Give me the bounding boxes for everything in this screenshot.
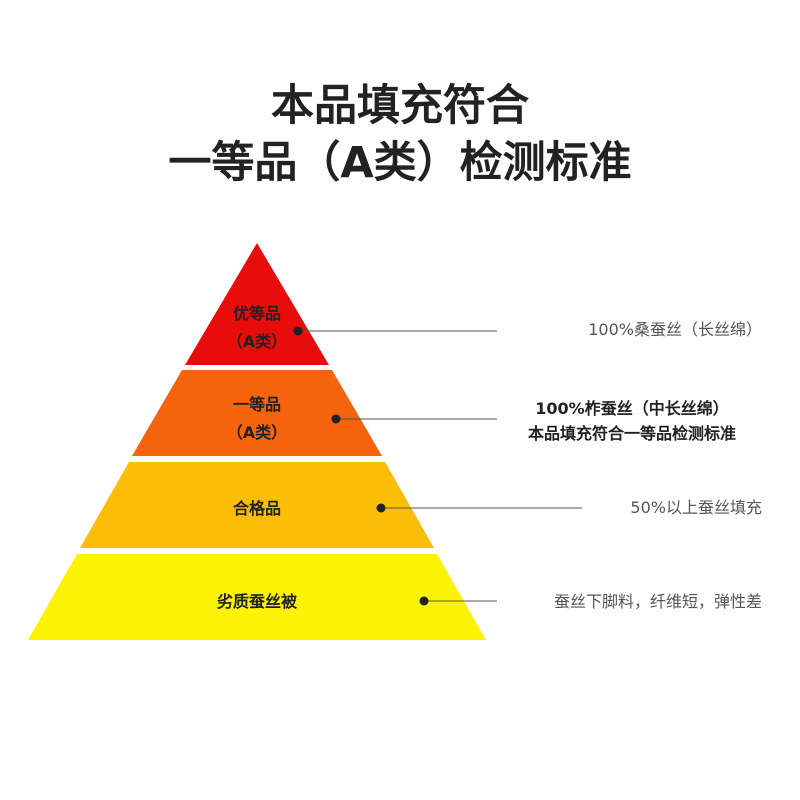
tier-2-class: （A类） [226,423,288,442]
connector-dot-1 [293,326,303,336]
tier-4-description: 蚕丝下脚料，纤维短，弹性差 [553,592,762,611]
tier-1-name: 优等品 [232,304,281,323]
tier-2-description-line-2: 本品填充符合一等品检测标准 [527,424,736,443]
tier-1-class: （A类） [226,332,288,351]
pyramid-tier-4 [28,554,486,640]
tier-3-name: 合格品 [232,499,281,518]
pyramid-tier-3 [80,462,434,548]
pyramid-tier-2 [132,370,382,456]
tier-2-description-line-1: 100%柞蚕丝（中长丝绵） [535,399,729,418]
connector-dot-3 [376,503,386,513]
connector-dot-2 [331,414,341,424]
tier-4-name: 劣质蚕丝被 [216,592,297,611]
tier-3-description: 50%以上蚕丝填充 [630,498,762,517]
title-line-1: 本品填充符合 [271,81,529,131]
title-line-2: 一等品（A类）检测标准 [168,138,632,188]
connector-dot-4 [419,596,429,606]
tier-1-description: 100%桑蚕丝（长丝绵） [588,320,762,339]
pyramid-tier-1 [185,243,329,365]
tier-2-name: 一等品 [232,395,281,414]
